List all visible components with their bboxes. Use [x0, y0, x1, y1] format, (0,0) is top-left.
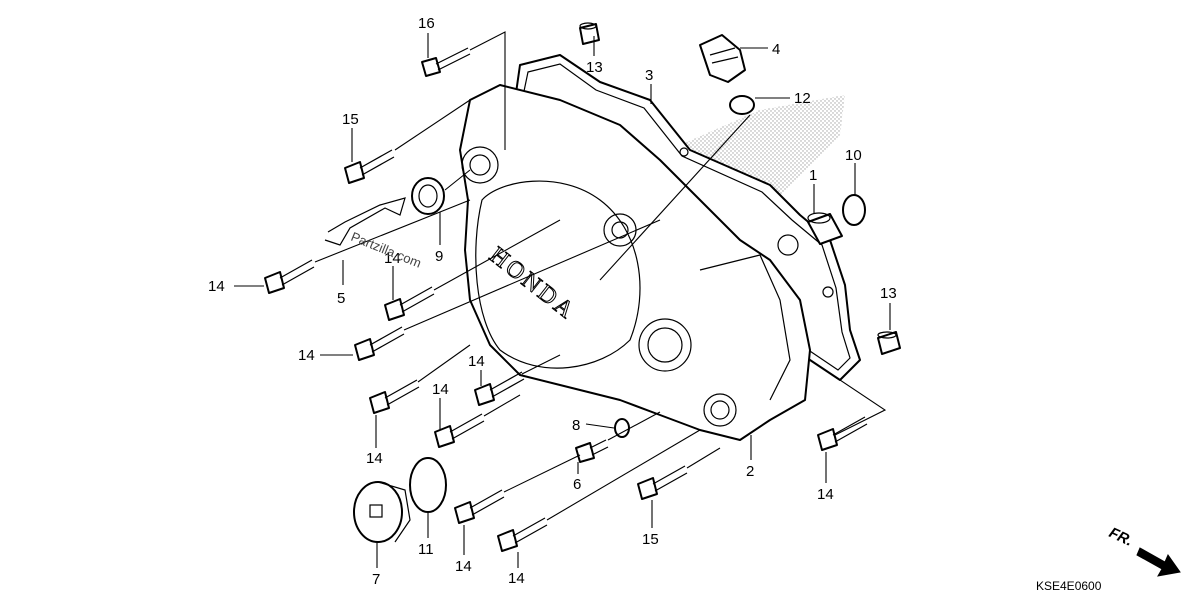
bolt-part-14-c[interactable] [354, 326, 405, 361]
callout-7: 7 [372, 571, 380, 588]
crankcase-cover-part-2[interactable]: HONDA [459, 84, 811, 441]
callout-12: 12 [794, 90, 811, 107]
callout-5: 5 [337, 290, 345, 307]
callout-14: 14 [455, 558, 472, 575]
bolt-part-14-f[interactable] [434, 413, 485, 448]
bolt-part-14-a[interactable] [264, 259, 315, 294]
callout-14: 14 [468, 353, 485, 370]
callout-14: 14 [298, 347, 315, 364]
washer-part-8[interactable] [614, 418, 630, 438]
bolt-part-15-left[interactable] [344, 149, 395, 184]
front-direction-marker: FR. [1106, 524, 1181, 577]
callout-4: 4 [772, 41, 780, 58]
filler-cap-part-7[interactable] [353, 481, 411, 543]
dowel-pin-part-13-top[interactable] [579, 22, 600, 45]
diagram-code: KSE4E0600 [1036, 579, 1102, 593]
bolt-part-14-i[interactable] [817, 416, 868, 451]
bolt-part-14-h[interactable] [497, 517, 548, 552]
clip-part-5[interactable] [324, 197, 406, 246]
oil-seal-part-9[interactable] [411, 177, 445, 215]
callout-2: 2 [746, 463, 754, 480]
callout-1: 1 [809, 167, 817, 184]
callout-3: 3 [645, 67, 653, 84]
bolt-part-14-e[interactable] [474, 371, 525, 406]
bolt-part-14-g[interactable] [454, 489, 505, 524]
callout-16: 16 [418, 15, 435, 32]
callout-14: 14 [508, 570, 525, 587]
dowel-pin-part-13-right[interactable] [877, 331, 901, 355]
callout-leaders [234, 33, 891, 568]
o-ring-part-12[interactable] [729, 95, 755, 115]
bolt-part-14-d[interactable] [369, 379, 420, 414]
callout-14: 14 [432, 381, 449, 398]
callout-labels: 16 15 14 14 14 14 14 14 14 14 14 15 6 8 … [208, 15, 897, 588]
assembly-lines [314, 31, 887, 521]
callout-9: 9 [435, 248, 443, 265]
callout-6: 6 [573, 476, 581, 493]
callout-10: 10 [845, 147, 862, 164]
callout-11: 11 [418, 541, 434, 558]
callout-14: 14 [817, 486, 834, 503]
bolt-part-16[interactable] [421, 47, 471, 77]
cap-part-4[interactable] [699, 34, 746, 83]
callout-14: 14 [208, 278, 225, 295]
callout-15: 15 [342, 111, 359, 128]
bolt-part-15-bottom[interactable] [637, 465, 688, 500]
callout-15: 15 [642, 531, 659, 548]
o-ring-part-11[interactable] [409, 457, 447, 513]
callout-14: 14 [384, 250, 401, 267]
o-ring-part-10[interactable] [842, 194, 866, 226]
bushing-part-1[interactable] [807, 212, 843, 245]
front-arrow-icon [1136, 547, 1181, 577]
callout-13: 13 [880, 285, 897, 302]
bolt-part-6[interactable] [575, 439, 609, 463]
bolt-part-14-b[interactable] [384, 286, 435, 321]
callout-13: 13 [586, 59, 603, 76]
callout-8: 8 [572, 417, 580, 434]
callout-14: 14 [366, 450, 383, 467]
front-label: FR. [1106, 524, 1135, 550]
